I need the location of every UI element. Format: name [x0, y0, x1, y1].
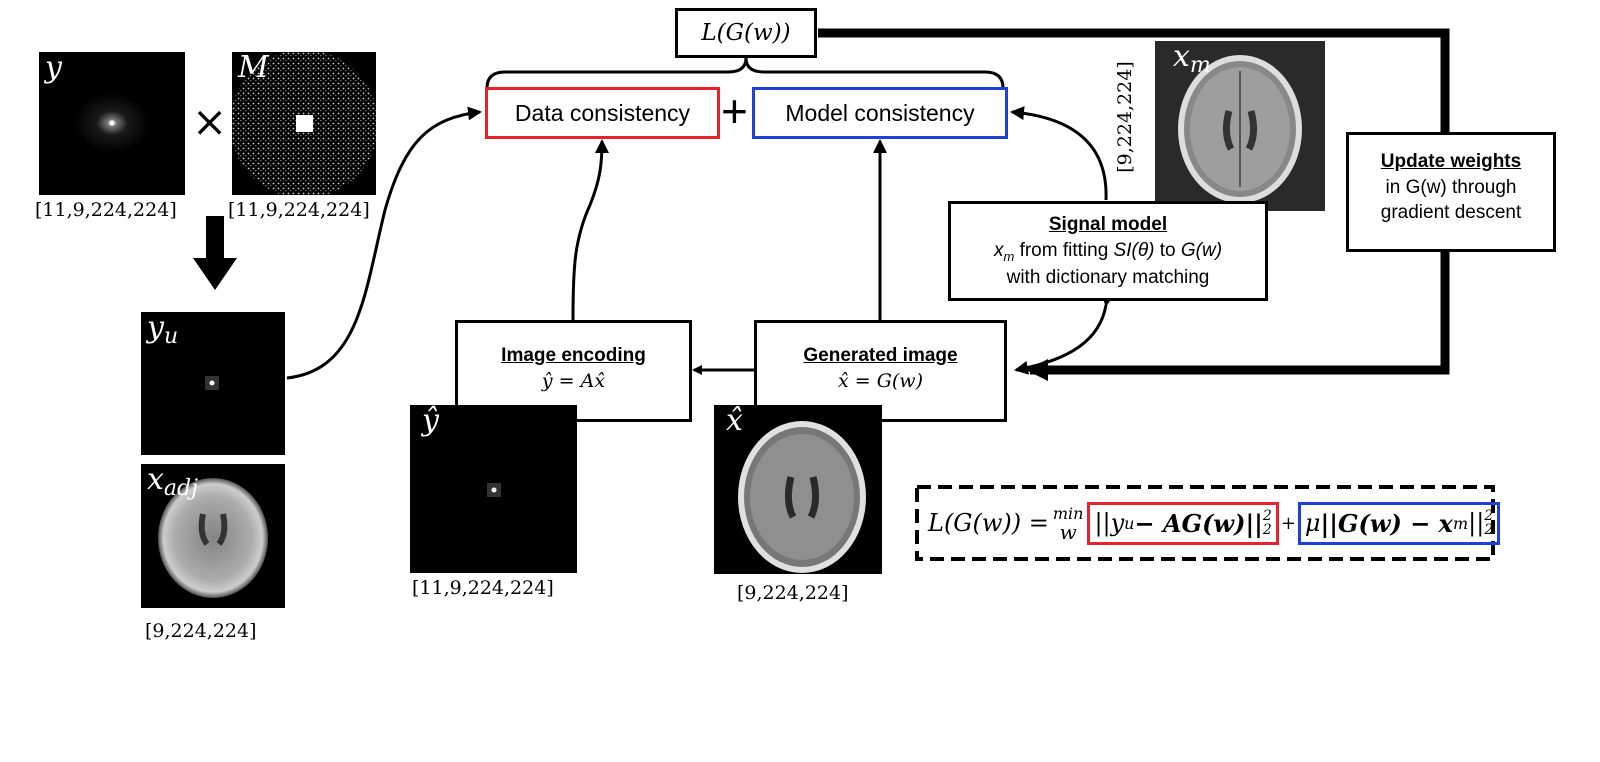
image-encoding-formula: ŷ = Ax̂: [541, 369, 606, 392]
yhat-label: ŷ: [422, 405, 439, 438]
multiply-sign: ×: [192, 97, 228, 146]
arrow-yu-to-data: [286, 106, 482, 380]
signal-model-title: Signal model: [1048, 214, 1168, 235]
arrow-encoding-to-data: [571, 139, 609, 321]
xm-dims: [9,224,224]: [1114, 61, 1136, 173]
arrow-signal-generated: [1014, 291, 1115, 375]
update-weights-line2: gradient descent: [1380, 202, 1522, 224]
equation-plus: +: [1280, 512, 1296, 534]
m-dims: [11,9,224,224]: [228, 199, 370, 221]
model-consistency-box: Model consistency: [752, 87, 1008, 139]
yhat-dims: [11,9,224,224]: [412, 577, 554, 599]
brace: [485, 57, 1005, 89]
yu-label: yu: [147, 312, 179, 349]
signal-model-line1: xm from fitting SI(θ) to G(w): [993, 239, 1223, 264]
xhat-brain-image: x̂: [714, 405, 882, 574]
m-mask-image: M: [232, 52, 376, 195]
xadj-brain-image: xadj: [141, 464, 285, 608]
loss-label-box: L(G(w)): [675, 8, 817, 58]
xhat-label: x̂: [726, 405, 743, 438]
xm-brain-image: xm: [1155, 41, 1325, 211]
consistency-plus: +: [721, 85, 748, 137]
xadj-label: xadj: [147, 464, 198, 501]
xadj-dims: [9,224,224]: [145, 620, 257, 642]
update-weights-box: Update weights in G(w) through gradient …: [1346, 132, 1556, 252]
equation-frame: [915, 485, 1495, 561]
update-weights-title: Update weights: [1380, 151, 1522, 172]
data-consistency-box: Data consistency: [485, 87, 720, 139]
yhat-kspace-image: ŷ: [410, 405, 577, 573]
down-arrow: [193, 216, 237, 290]
model-consistency-label: Model consistency: [785, 99, 975, 126]
signal-model-box: Signal model xm from fitting SI(θ) to G(…: [948, 201, 1268, 301]
arrow-signal-to-model: [1010, 106, 1108, 201]
image-encoding-title: Image encoding: [501, 345, 646, 366]
y-label: y: [45, 52, 62, 85]
update-weights-line1: in G(w) through: [1385, 176, 1517, 198]
generated-image-title: Generated image: [803, 345, 958, 366]
yu-kspace-image: yu: [141, 312, 285, 455]
generated-image-formula: x̂ = G(w): [838, 369, 923, 392]
m-label: M: [238, 52, 269, 85]
y-dims: [11,9,224,224]: [35, 199, 177, 221]
xm-label: xm: [1173, 41, 1211, 78]
data-consistency-label: Data consistency: [514, 99, 691, 126]
y-kspace-image: y: [39, 52, 185, 195]
equation-lhs: L(G(w)) =: [928, 509, 1049, 537]
signal-model-line2: with dictionary matching: [1006, 266, 1210, 288]
xhat-dims: [9,224,224]: [737, 582, 849, 604]
